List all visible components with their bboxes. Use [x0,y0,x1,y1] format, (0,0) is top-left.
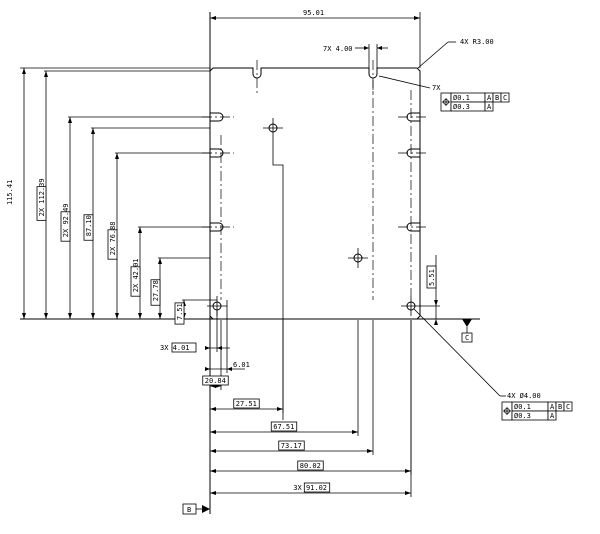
fcf-2-ref-c: C [566,403,570,411]
fcf-2-ref-b: B [558,403,562,411]
vdim-text-2: 87.10 [85,215,93,236]
fcf-1: Ø0.1 A B C Ø0.3 A [440,92,510,112]
hole-callout: 4X Ø4.00 [413,308,541,400]
hdim-text-6: 80.02 [300,462,321,470]
holes [207,118,421,316]
vertical-dimensions: 2X 112.39 2X 92.49 87.10 2X 76.88 2X 42.01 27… [36,70,217,325]
slot-centerlines [202,60,428,228]
vdim-text-4: 2X 42.01 [132,258,140,292]
right-edge-slots [406,112,420,232]
hole-1 [263,118,283,138]
hdim-6: 80.02 [210,320,412,475]
fcf-2-row2-ref-a: A [550,412,555,420]
vdim-4: 2X 42.01 [130,226,210,319]
vdim-text-5: 27.78 [152,280,160,301]
dim-overall-width: 95.01 [210,9,421,68]
vdim-text-6: 7.51 [176,303,184,320]
hole-2 [348,248,368,268]
datum-b: B [182,503,210,515]
hdim-2: 20.84 [202,320,229,390]
hole-3 [401,296,421,316]
vdim-5: 27.78 [150,257,210,319]
fcf-1-ref-c: C [503,94,507,102]
fcf-2: Ø0.1 A B C Ø0.3 A [501,401,573,421]
hdim-text-1: 6.01 [233,361,250,369]
hdim-text-0: 3X 4.01 [160,344,190,352]
hdim-7: 3X 91.02 [210,320,412,497]
vdim-0: 2X 112.39 [36,70,210,319]
dim-slot-width: 7X 4.00 [323,44,388,68]
edge-dim-text: 5.51 [428,269,436,286]
dim-overall-height: 115.41 [6,67,210,319]
slot-count-text: 7X [432,84,441,92]
dim-edge-offset: 5.51 [420,255,440,325]
fcf-1-ref-a: A [487,94,492,102]
vdim-6: 7.51 [174,299,217,325]
fcf-1-row1-tol: Ø0.1 [453,94,470,102]
vdim-text-1: 2X 92.49 [62,203,70,237]
datum-c: C [461,319,473,343]
hdim-1: 6.01 [205,300,250,373]
fcf-2-row1-tol: Ø0.1 [514,403,531,411]
vdim-3: 2X 76.88 [107,152,210,319]
fcf-2-row2-tol: Ø0.3 [514,412,531,420]
hdim-text-7: 3X 91.02 [293,484,327,492]
vdim-text-0: 2X 112.39 [38,178,46,216]
datum-b-text: B [187,506,191,514]
vdim-2: 87.10 [83,127,210,319]
part-outline [209,67,421,320]
hdim-text-4: 67.51 [273,423,294,431]
fcf-2-ref-a: A [550,403,555,411]
fcf-1-row2-ref-a: A [487,103,492,111]
datum-c-text: C [465,334,469,342]
horizontal-dimensions: 3X 4.01 6.01 20.84 27.51 67.51 73.17 80.02 3X 9… [160,300,412,497]
slot-callout: 7X [378,75,441,92]
hdim-text-5: 73.17 [281,442,302,450]
internal-guides [220,80,412,420]
hdim-5: 73.17 [210,320,374,455]
slot-width-text: 7X 4.00 [323,45,353,53]
overall-height-text: 115.41 [6,180,14,205]
corner-note-text: 4X R3.00 [460,38,494,46]
hdim-4: 67.51 [210,320,359,436]
fcf-1-ref-b: B [495,94,499,102]
hdim-0: 3X 4.01 [160,310,230,353]
hdim-text-3: 27.51 [236,400,257,408]
hdim-text-2: 20.84 [205,377,226,385]
datum-lines [20,12,480,514]
vdim-text-3: 2X 76.88 [109,221,117,255]
hole-callout-text: 4X Ø4.00 [507,392,541,400]
corner-radius-note: 4X R3.00 [417,38,494,69]
hdim-3: 27.51 [210,320,284,413]
overall-width-text: 95.01 [303,9,324,17]
vdim-1: 2X 92.49 [60,116,210,319]
fcf-1-row2-tol: Ø0.3 [453,103,470,111]
